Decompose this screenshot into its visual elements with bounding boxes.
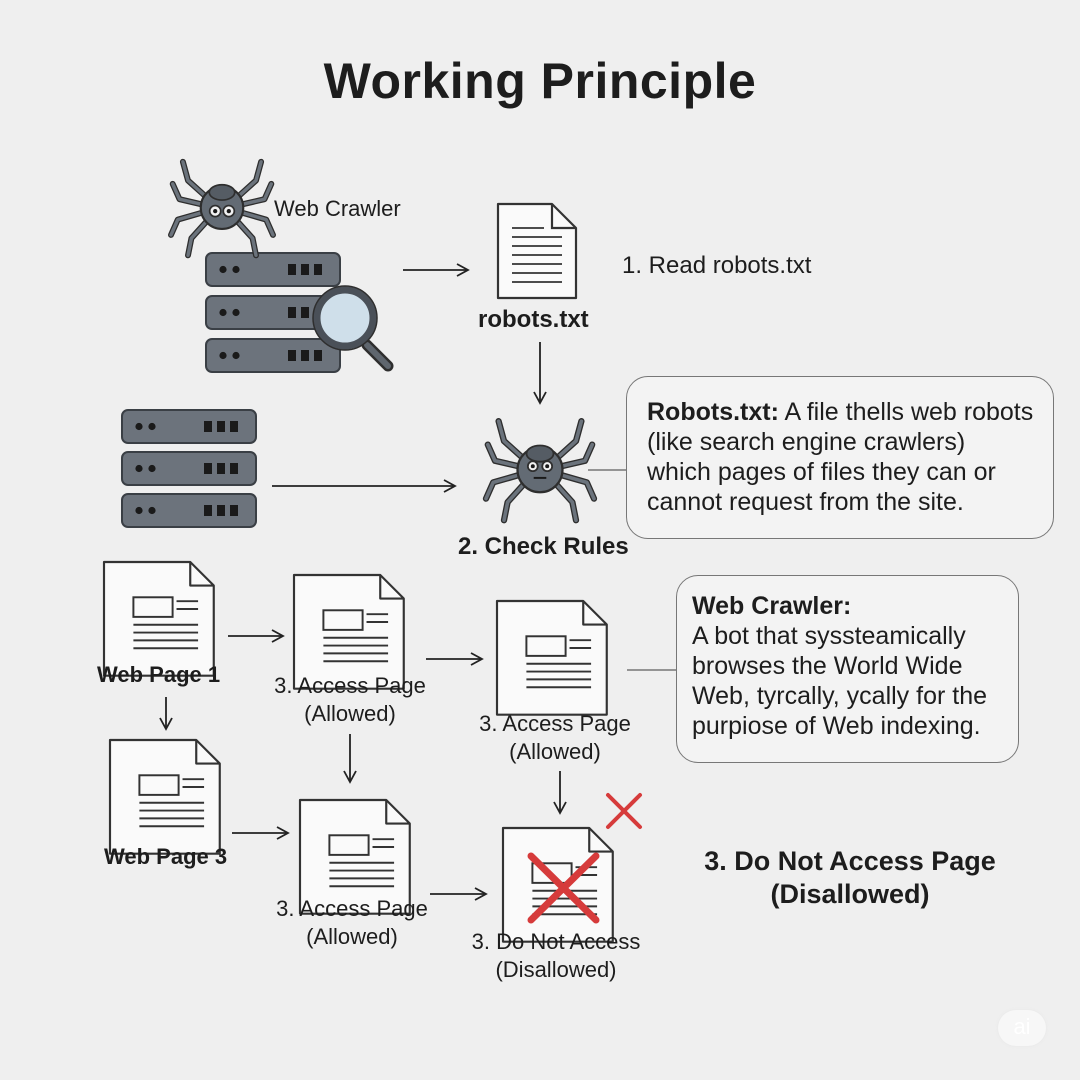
crawler-callout-line-4: purpiose of Web indexing. <box>692 712 981 740</box>
connector-line <box>588 469 676 671</box>
access-page-line: 3. Access Page <box>276 896 428 921</box>
do-not-access-line: 3. Do Not Access <box>471 929 641 954</box>
robots-callout-line-3: which pages of files they can or <box>647 458 996 486</box>
robots-callout-line-4: cannot request from the site. <box>647 488 964 516</box>
cross-icon <box>606 793 642 829</box>
document-icon <box>495 599 608 716</box>
arrow-icon <box>159 263 567 901</box>
robots-file-icon <box>496 202 578 300</box>
crawler-callout-line-3: Web, tyrcally, ycally for the <box>692 682 987 710</box>
access-page-line: 3. Access Page <box>479 711 631 736</box>
page-title: Working Principle <box>323 53 757 109</box>
crawler-callout-line-2: browses the World Wide <box>692 652 963 680</box>
web-page-1-label: Web Page 1 <box>97 662 221 687</box>
web-page-3-label: Web Page 3 <box>104 844 228 869</box>
access-page-line: 3. Access Page <box>274 673 426 698</box>
access-page-label: 3. Access Page (Allowed) <box>262 672 438 728</box>
access-page-label: 3. Access Page (Allowed) <box>467 710 643 766</box>
do-not-access-page-line: (Disallowed) <box>770 879 930 909</box>
crawler-callout-line-1: A bot that syssteamically <box>692 622 966 650</box>
robots-callout-line-1: Robots.txt: A file thells web robots <box>647 398 1034 426</box>
document-icon <box>102 560 215 677</box>
step-2-label: 2. Check Rules <box>458 533 629 560</box>
access-page-line: (Allowed) <box>304 701 396 726</box>
robots-callout-heading: Robots.txt: <box>647 398 779 426</box>
cross-icon <box>527 852 600 924</box>
spider-icon <box>171 162 273 256</box>
access-page-line: (Allowed) <box>509 739 601 764</box>
crawler-callout: Web Crawler: A bot that syssteamically b… <box>676 575 1019 763</box>
crawler-callout-heading: Web Crawler: <box>692 592 852 620</box>
magnifier-icon <box>312 285 394 372</box>
robots-callout: Robots.txt: A file thells web robots (li… <box>626 376 1054 539</box>
step-1-label: 1. Read robots.txt <box>622 252 812 279</box>
robots-file-label: robots.txt <box>478 306 589 333</box>
watermark-badge: ai <box>998 1010 1046 1046</box>
robots-callout-line-2: (like search engine crawlers) <box>647 428 966 456</box>
spider-icon <box>486 421 594 520</box>
document-icon <box>108 738 221 855</box>
web-crawler-label: Web Crawler <box>274 196 401 221</box>
do-not-access-label: 3. Do Not Access (Disallowed) <box>456 928 656 984</box>
do-not-access-page-label: 3. Do Not Access Page (Disallowed) <box>690 845 1010 911</box>
access-page-label: 3. Access Page (Allowed) <box>264 895 440 951</box>
access-page-line: (Allowed) <box>306 924 398 949</box>
do-not-access-page-line: 3. Do Not Access Page <box>704 846 996 876</box>
do-not-access-line: (Disallowed) <box>495 957 617 982</box>
server-stack-icon <box>121 409 257 528</box>
